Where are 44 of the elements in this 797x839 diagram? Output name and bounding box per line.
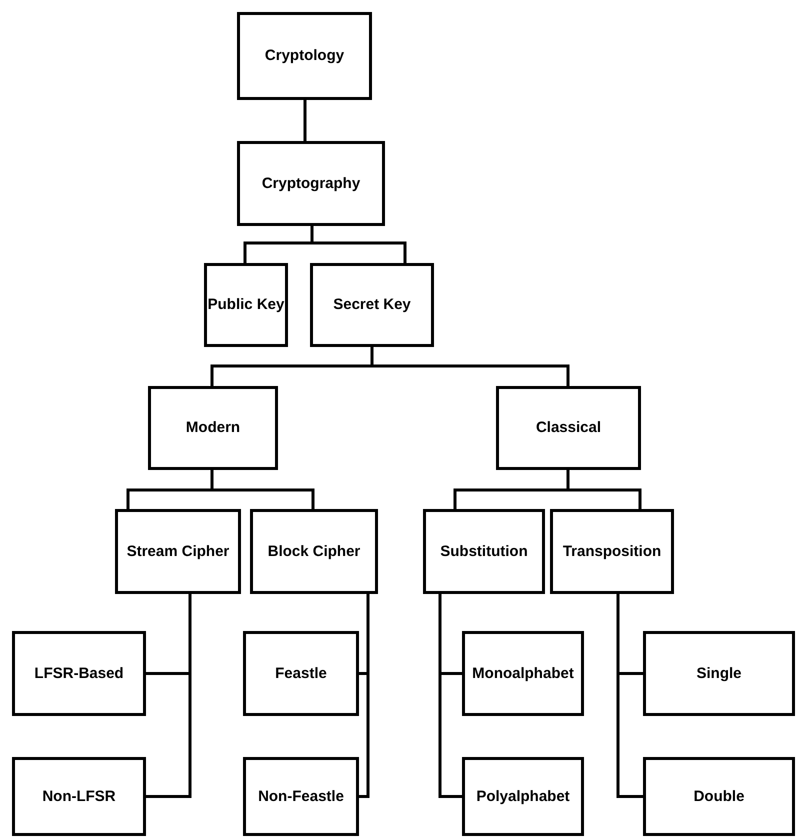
category-label: Secret Key (333, 296, 411, 314)
category-box (237, 141, 385, 226)
connector-line (438, 594, 462, 798)
category-box (12, 757, 146, 836)
category-label: Double (694, 788, 744, 806)
category-box (243, 631, 359, 716)
category-label: Public Key (208, 296, 284, 314)
connector-line (359, 594, 370, 798)
connector-line (210, 470, 314, 509)
connector-line (616, 594, 643, 798)
category-box (237, 12, 372, 100)
category-box (148, 386, 278, 470)
connector-line (146, 594, 192, 798)
category-label: Single (696, 664, 742, 682)
category-label: Polyalphabet (476, 788, 570, 806)
category-box (310, 263, 434, 347)
category-label: Non-Feastle (258, 788, 344, 806)
category-label: Stream Cipher (126, 542, 230, 560)
category-label: Block Cipher (268, 542, 360, 560)
category-box (643, 631, 795, 716)
category-label: LFSR-Based (34, 664, 124, 682)
category-label: Substitution (440, 542, 528, 560)
category-box (423, 509, 545, 594)
connector-line (310, 226, 406, 263)
category-label: Monoalphabet (472, 664, 574, 682)
category-box (204, 263, 288, 347)
category-box (643, 757, 795, 836)
category-box (250, 509, 378, 594)
category-box (115, 509, 241, 594)
category-label: Non-LFSR (42, 788, 116, 806)
connector-line (566, 470, 642, 509)
category-box (496, 386, 641, 470)
category-box (462, 631, 584, 716)
connector-line (304, 100, 306, 141)
category-box (12, 631, 146, 716)
category-box (243, 757, 359, 836)
category-label: Cryptology (264, 47, 344, 65)
category-label: Modern (186, 419, 240, 437)
category-box (550, 509, 674, 594)
category-label: Transposition (562, 542, 662, 560)
category-box (462, 757, 584, 836)
category-label: Feastle (275, 664, 327, 682)
category-label: Cryptography (262, 174, 360, 192)
category-label: Classical (536, 419, 602, 437)
